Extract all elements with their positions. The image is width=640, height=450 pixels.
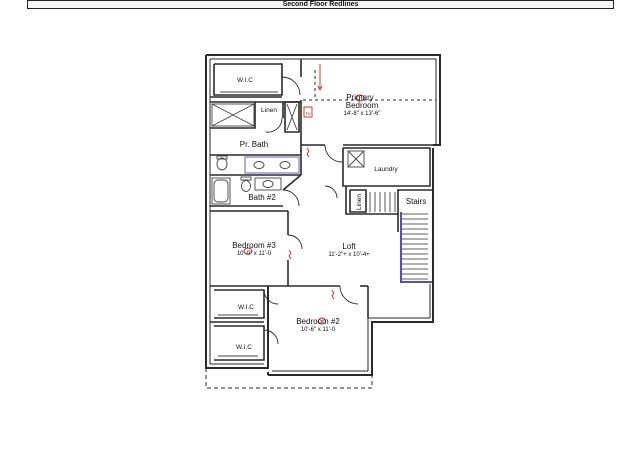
bath-2-label: Bath #2 bbox=[248, 193, 276, 202]
door-swings bbox=[263, 76, 359, 345]
wic-mid-label: W.I.C bbox=[238, 304, 254, 311]
wic-primary-label: W.I.C bbox=[237, 77, 253, 84]
fixtures bbox=[211, 91, 431, 357]
drawing-title: Second Floor Redlines bbox=[282, 1, 359, 8]
wic-bottom-label: W.I.C bbox=[236, 344, 252, 351]
linen-side-label: Linen bbox=[356, 194, 363, 210]
stairs-label: Stairs bbox=[406, 197, 426, 206]
linen-top-label: Linen bbox=[261, 107, 277, 114]
tv-redline-label: TV bbox=[305, 111, 310, 116]
loft-label: Loft bbox=[342, 242, 356, 251]
laundry-label: Laundry bbox=[374, 166, 398, 173]
bedroom-3-dimensions: 10'-0" x 11'-0 bbox=[237, 251, 272, 257]
primary-bedroom-label-line1: Primary bbox=[346, 93, 374, 102]
outer-walls bbox=[205, 54, 441, 376]
stair-railing bbox=[400, 212, 402, 282]
stair-landing-edge bbox=[400, 281, 432, 283]
primary-bedroom-label-line2: Bedroom bbox=[346, 101, 379, 110]
stair-treads bbox=[369, 192, 428, 280]
bedroom-2-dimensions: 10'-6" x 11'-0 bbox=[301, 327, 336, 333]
primary-bath-label: Pr. Bath bbox=[240, 140, 268, 149]
redline-marks bbox=[243, 64, 365, 325]
bedroom-2-label: Bedroom #2 bbox=[296, 317, 340, 326]
title-bar: Second Floor Redlines bbox=[27, 0, 614, 9]
bedroom-3-label: Bedroom #3 bbox=[232, 241, 276, 250]
partitions bbox=[210, 59, 436, 361]
primary-bedroom-dimensions: 14'-8" x 13'-6" bbox=[344, 111, 381, 117]
loft-dimensions: 11'-2"+ x 10'-4+ bbox=[328, 252, 370, 258]
